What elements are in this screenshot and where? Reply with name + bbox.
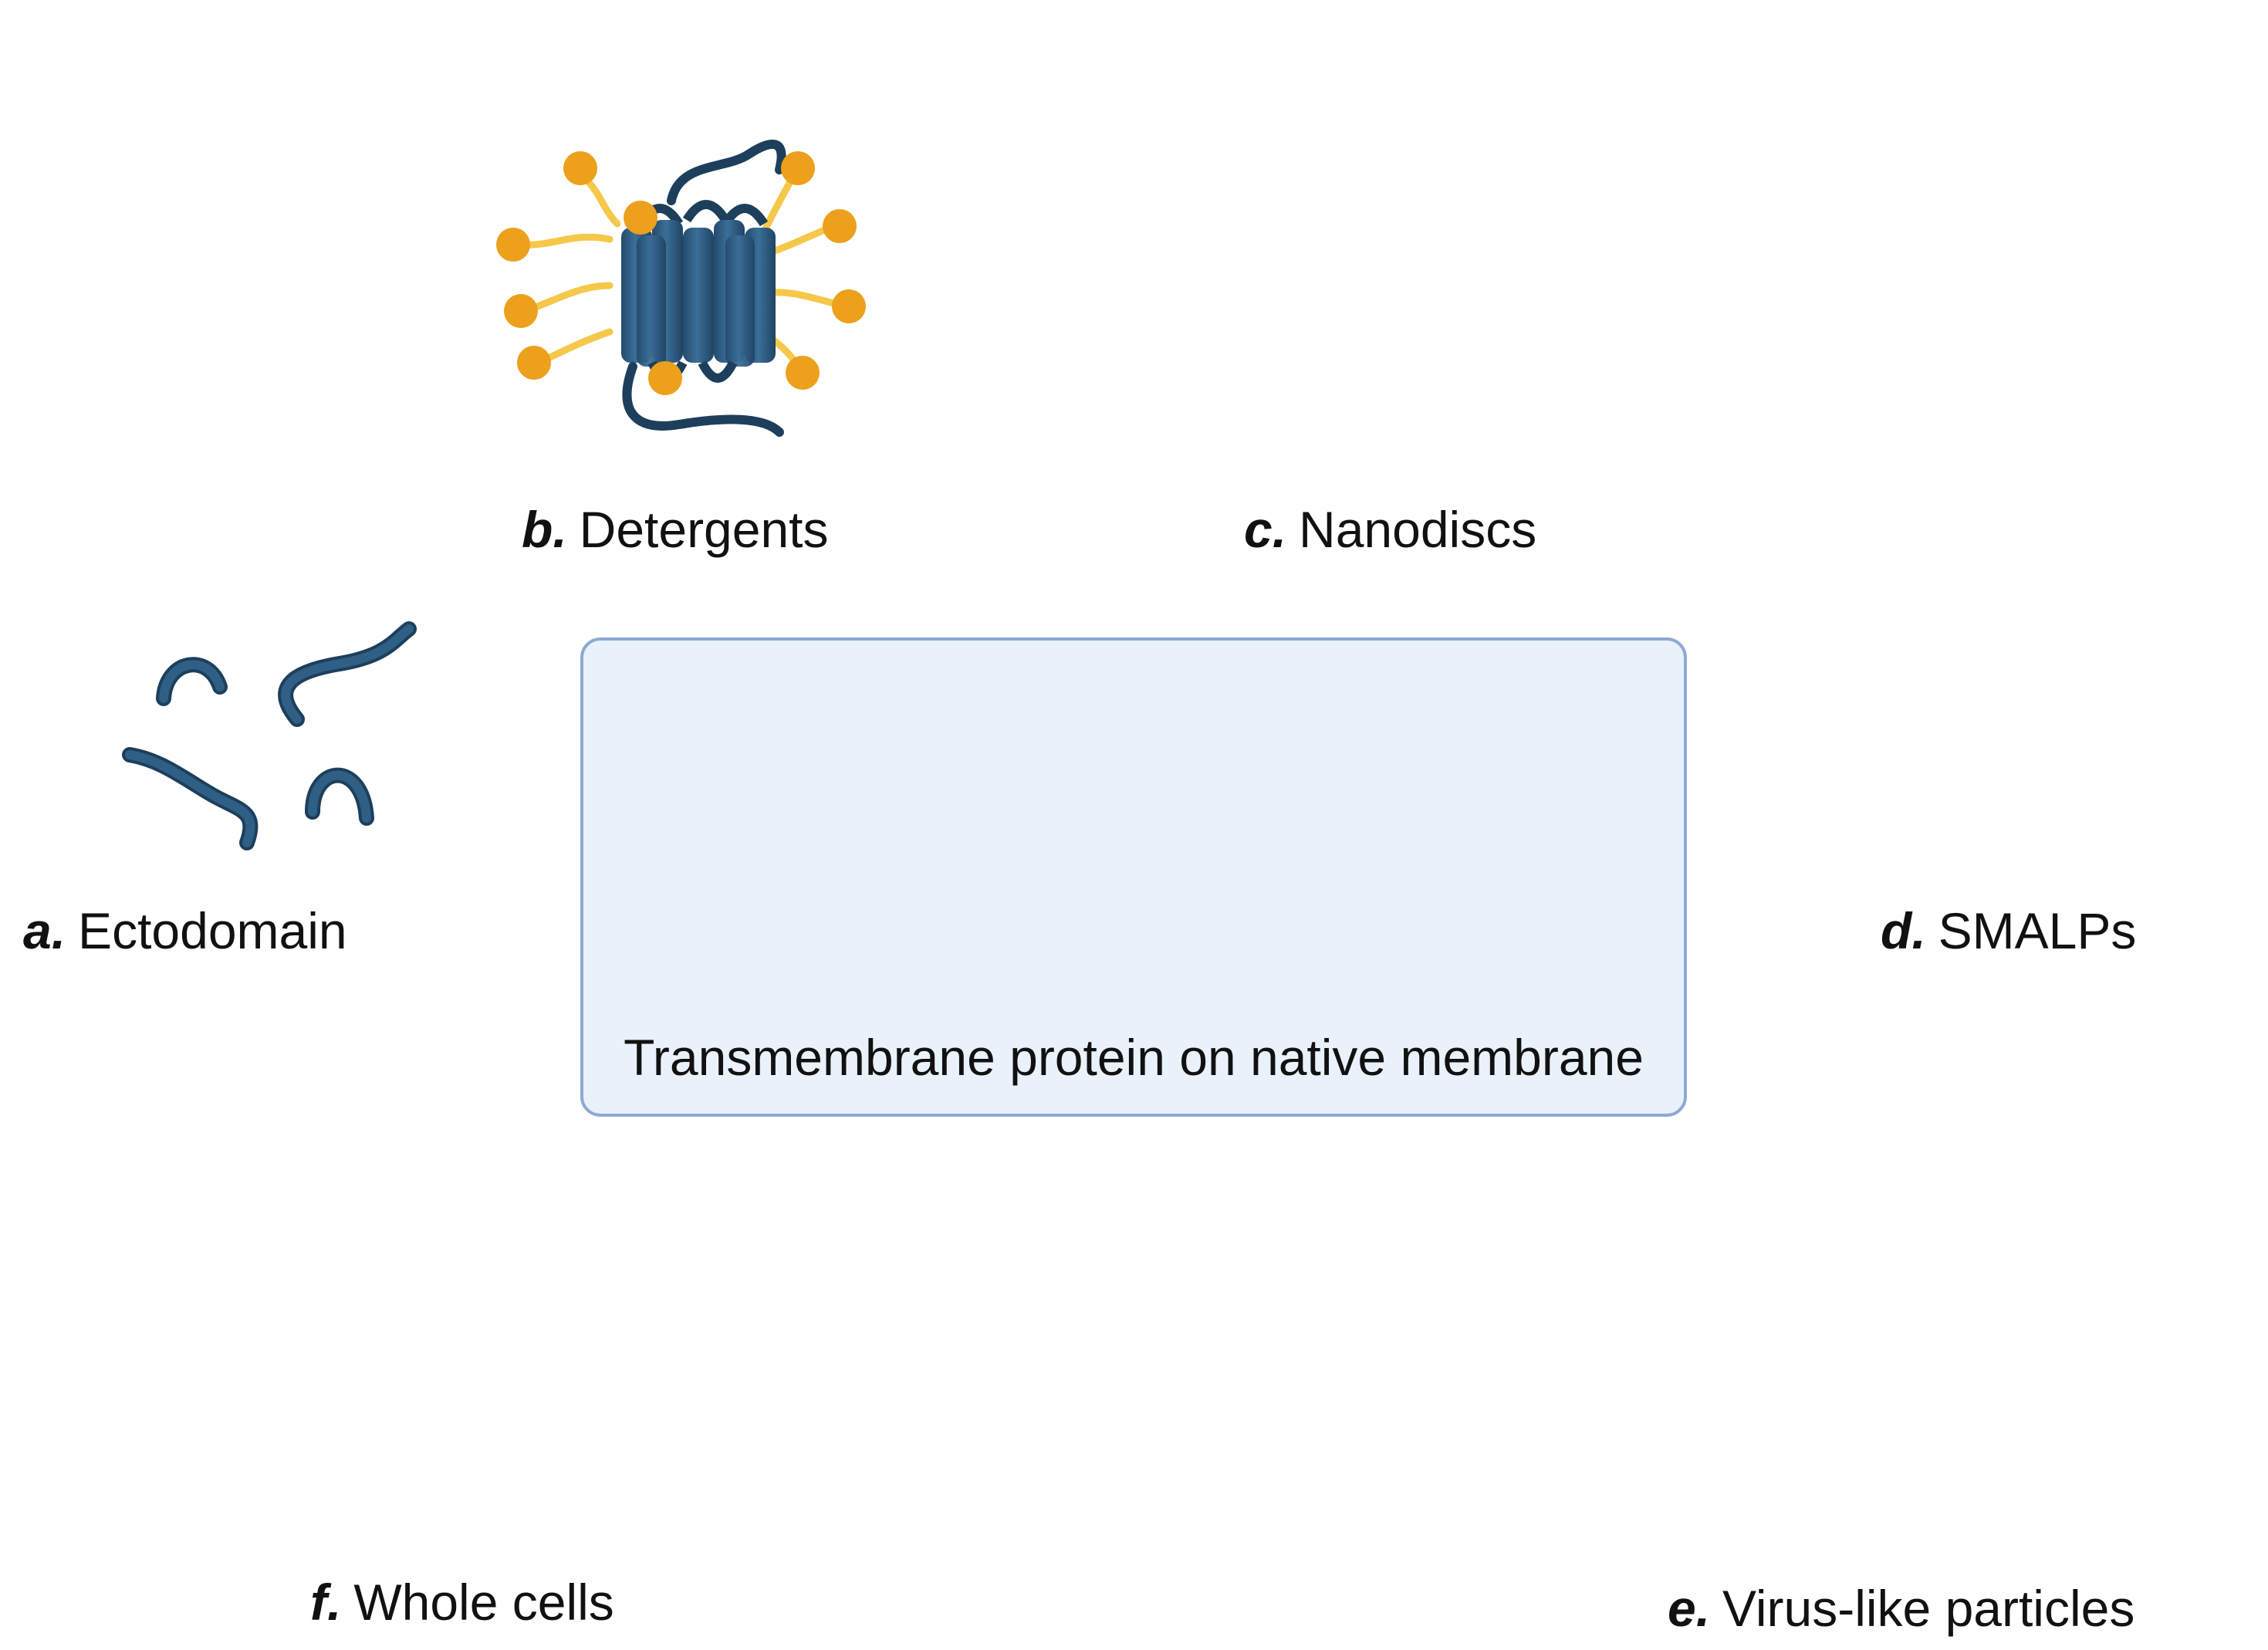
center-panel bbox=[580, 637, 1687, 1117]
label-b-letter: b. bbox=[522, 501, 567, 558]
label-b-text: Detergents bbox=[579, 501, 829, 558]
label-f-text: Whole cells bbox=[353, 1574, 614, 1631]
detergent-micelle-icon bbox=[496, 144, 866, 432]
label-f: f.Whole cells bbox=[310, 1573, 614, 1631]
label-c-text: Nanodiscs bbox=[1299, 501, 1537, 558]
label-a-text: Ectodomain bbox=[78, 902, 347, 959]
label-c-letter: c. bbox=[1244, 501, 1287, 558]
ectodomain-icon bbox=[122, 621, 417, 850]
label-a-letter: a. bbox=[23, 902, 66, 959]
label-f-letter: f. bbox=[310, 1574, 342, 1631]
label-d-letter: d. bbox=[1881, 902, 1926, 959]
label-a: a.Ectodomain bbox=[23, 901, 347, 960]
center-caption: Transmembrane protein on native membrane bbox=[624, 1029, 1644, 1086]
label-e-text: Virus-like particles bbox=[1722, 1580, 2135, 1637]
label-e-letter: e. bbox=[1668, 1580, 1711, 1637]
label-d-text: SMALPs bbox=[1938, 902, 2137, 959]
label-b: b.Detergents bbox=[522, 500, 829, 559]
label-e: e.Virus-like particles bbox=[1668, 1579, 2134, 1638]
label-c: c.Nanodiscs bbox=[1244, 500, 1536, 559]
label-d: d.SMALPs bbox=[1881, 901, 2136, 960]
